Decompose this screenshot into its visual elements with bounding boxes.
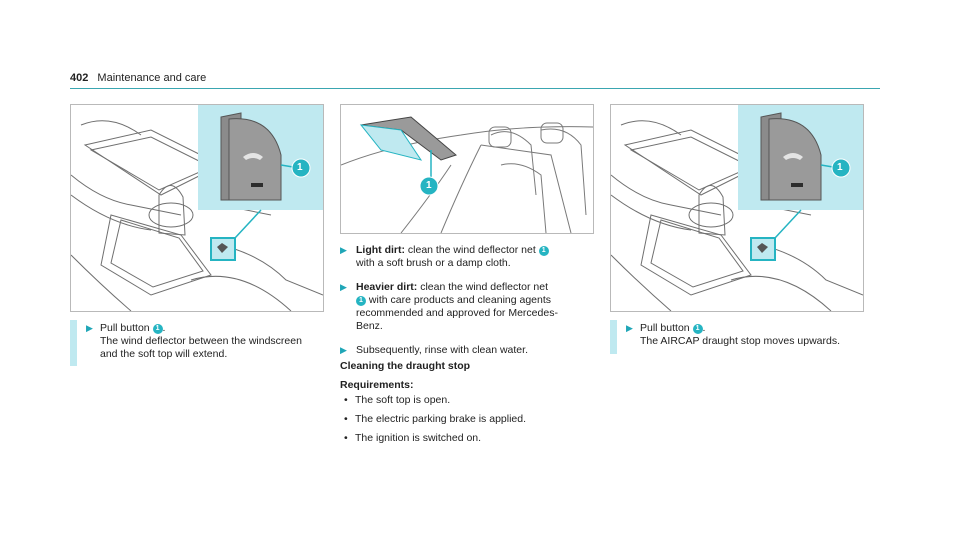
figure-callout-1: 1	[426, 180, 432, 191]
page-number: 402	[70, 72, 89, 84]
col1-step-line2: The wind deflector between the windscree…	[100, 335, 302, 347]
list-item: The ignition is switched on.	[344, 432, 592, 445]
col1-step: Pull button 1. The wind deflector betwee…	[100, 322, 322, 361]
step-arrow-icon: ▶	[626, 323, 633, 333]
col2-rinse: Subsequently, rinse with clean water.	[356, 344, 528, 356]
callout-number: 1	[692, 324, 703, 334]
col3-step: Pull button 1. The AIRCAP draught stop m…	[640, 322, 862, 348]
col2-heavier-dirt: Heavier dirt: clean the wind deflector n…	[356, 281, 558, 332]
callout-number: 1	[538, 246, 549, 256]
figure-console-left: 1	[70, 104, 324, 312]
step-arrow-icon: ▶	[340, 245, 347, 255]
col2-light-dirt: Light dirt: clean the wind deflector net…	[356, 244, 592, 270]
highlight-bar	[610, 320, 617, 354]
list-item: The soft top is open.	[344, 394, 592, 407]
wind-deflector-illustration	[341, 116, 593, 233]
step-arrow-icon: ▶	[340, 345, 347, 355]
callout-number: 1	[152, 324, 163, 334]
col3-step-line1: Pull button 1.	[640, 322, 706, 334]
step-arrow-icon: ▶	[340, 282, 347, 292]
console-illustration-left	[71, 105, 323, 311]
figure-callout-1: 1	[297, 162, 303, 173]
col3-step-line2: The AIRCAP draught stop moves upwards.	[640, 335, 840, 347]
callout-number: 1	[356, 296, 366, 306]
step-arrow-icon: ▶	[86, 323, 93, 333]
figure-callout-1: 1	[837, 162, 843, 173]
col1-step-line1: Pull button 1.	[100, 322, 166, 334]
requirements-list: The soft top is open. The electric parki…	[344, 394, 592, 451]
figure-wind-deflector: 1	[340, 104, 594, 234]
list-item: The electric parking brake is applied.	[344, 413, 592, 426]
section-heading: Cleaning the draught stop	[340, 360, 471, 372]
highlight-bar	[70, 320, 77, 366]
section-title: Maintenance and care	[97, 72, 207, 84]
requirements-heading: Requirements:	[340, 379, 414, 391]
header-divider	[70, 88, 880, 89]
figure-console-right: 1	[610, 104, 864, 312]
page-header: 402 Maintenance and care	[70, 72, 880, 84]
col1-step-line3: and the soft top will extend.	[100, 348, 228, 360]
console-illustration-right	[611, 105, 863, 311]
